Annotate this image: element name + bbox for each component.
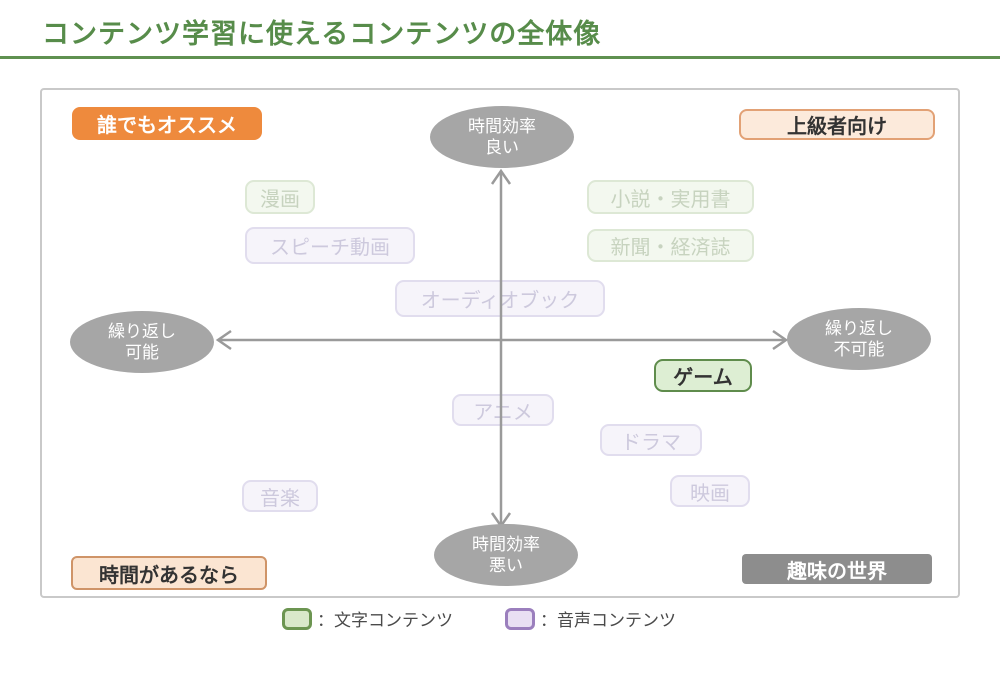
- arrow-right-icon: [772, 329, 789, 351]
- page-title: コンテンツ学習に使えるコンテンツの全体像: [42, 19, 602, 49]
- content-tag-audiobooks: オーディオブック: [395, 280, 605, 317]
- content-tag-manga: 漫画: [245, 180, 315, 214]
- arrow-up-icon: [490, 168, 512, 185]
- axis-pole-not-repeatable: 繰り返し 不可能: [787, 308, 931, 370]
- axis-pole-repeatable: 繰り返し 可能: [70, 311, 214, 373]
- quadrant-diagram: 時間効率 良い 時間効率 悪い 繰り返し 可能 繰り返し 不可能 誰でもオススメ…: [40, 88, 960, 598]
- pole-line: 時間効率: [468, 116, 536, 136]
- badge-world-of-hobbies: 趣味の世界: [742, 554, 932, 584]
- pole-line: 可能: [125, 343, 159, 362]
- badge-for-advanced-learners: 上級者向け: [739, 109, 935, 140]
- content-tag-novels-practical-books: 小説・実用書: [587, 180, 754, 214]
- content-tag-music: 音楽: [242, 480, 318, 512]
- content-tag-games-highlighted: ゲーム: [654, 359, 752, 392]
- content-tag-newspapers-business-magazines: 新聞・経済誌: [587, 229, 754, 262]
- legend: ：文字コンテンツ ：音声コンテンツ: [282, 606, 676, 631]
- legend-item-audio-content: ：音声コンテンツ: [505, 606, 676, 631]
- content-tag-drama: ドラマ: [600, 424, 702, 456]
- title-underline-rule: [0, 56, 1000, 59]
- pole-line: 不可能: [833, 340, 885, 359]
- axis-pole-time-inefficient: 時間効率 悪い: [434, 524, 578, 586]
- axis-pole-time-efficient: 時間効率 良い: [430, 106, 574, 168]
- legend-item-text-content: ：文字コンテンツ: [282, 606, 453, 631]
- legend-label-audio-content: ：音声コンテンツ: [540, 611, 676, 630]
- content-tag-speech-videos: スピーチ動画: [245, 227, 415, 264]
- text-content-swatch-icon: [282, 607, 312, 630]
- badge-recommended-for-everyone: 誰でもオススメ: [72, 107, 262, 140]
- badge-if-you-have-time: 時間があるなら: [71, 556, 267, 590]
- pole-line: 悪い: [489, 556, 523, 575]
- arrow-left-icon: [215, 329, 232, 351]
- pole-line: 時間効率: [472, 534, 540, 554]
- audio-content-swatch-icon: [505, 607, 535, 630]
- legend-label-text-content: ：文字コンテンツ: [317, 611, 453, 630]
- pole-line: 繰り返し: [825, 318, 893, 338]
- content-tag-anime: アニメ: [452, 394, 554, 426]
- pole-line: 良い: [485, 138, 519, 157]
- pole-line: 繰り返し: [108, 321, 176, 341]
- content-tag-movies: 映画: [670, 475, 750, 507]
